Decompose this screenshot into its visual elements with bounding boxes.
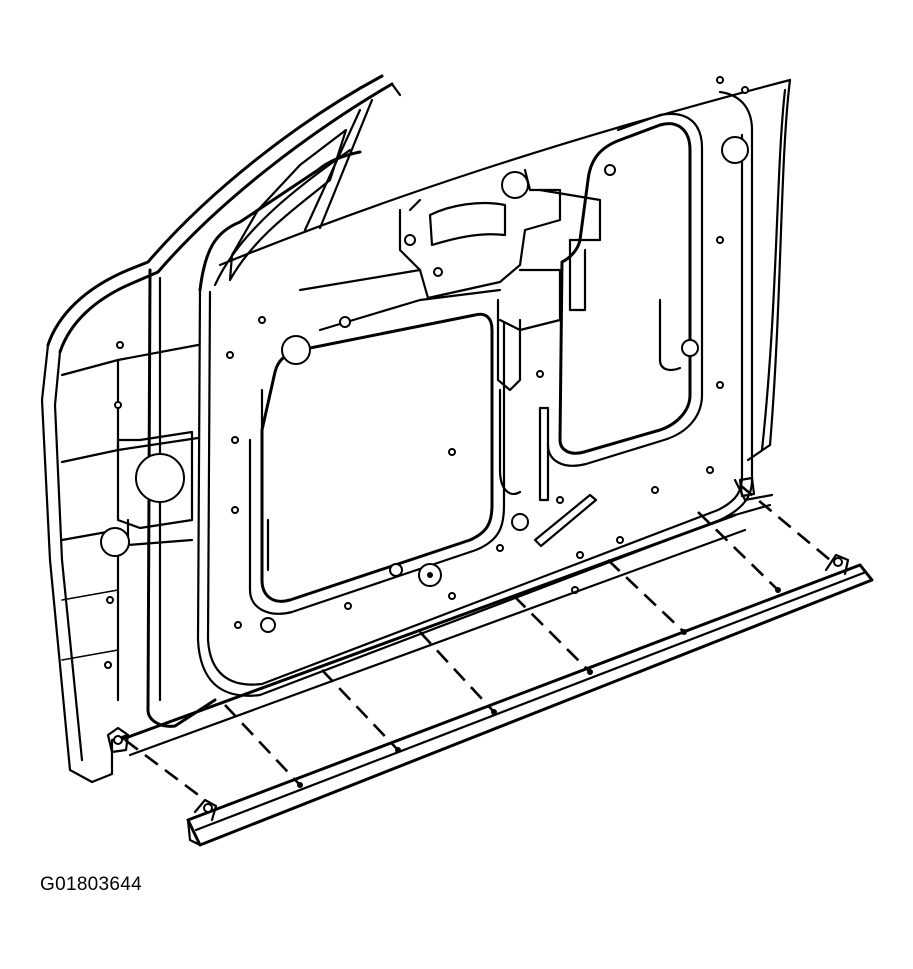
window-regulator [298, 168, 602, 548]
door-outer-shell [40, 74, 792, 784]
lower-access-opening [248, 312, 506, 615]
hinge-pillar [60, 343, 200, 702]
molding-strip[interactable] [186, 553, 874, 847]
attachment-lines [124, 484, 831, 802]
upper-access-opening [546, 112, 749, 467]
mounting-holes [104, 76, 749, 669]
inner-door-panel [146, 90, 754, 728]
sill-panel [118, 478, 774, 757]
retainer-clip [106, 476, 756, 754]
figure-id-label: G01803644 [40, 874, 143, 895]
